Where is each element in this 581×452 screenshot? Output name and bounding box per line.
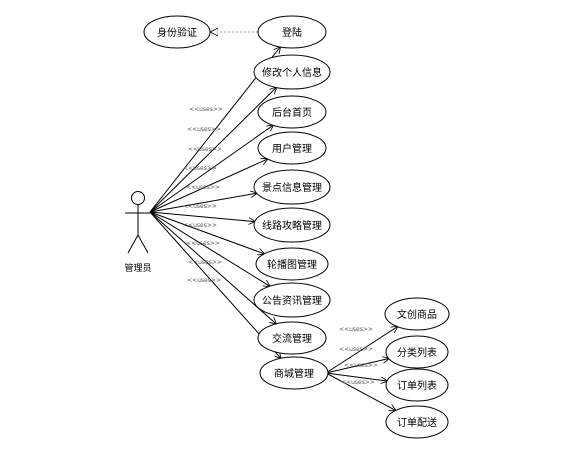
usecase-label: 公告资讯管理 [262,294,322,307]
usecase-users: 用户管理 [257,131,327,165]
usecase-label: 景点信息管理 [262,181,322,194]
uses-edge [149,125,273,213]
usecase-ellipse [385,368,449,402]
usecase-label: 订单列表 [397,379,437,392]
usecase-ellipse [385,405,449,439]
usecase-ellipse [259,356,329,390]
uses-edge [149,159,267,213]
stereotype-label: <<uses>> [183,165,217,172]
usecase-login: 登陆 [257,15,327,49]
usecase-goods: 文创商品 [384,297,450,331]
usecase-label: 分类列表 [397,346,437,359]
usecase-label: 登陆 [282,26,302,39]
usecase-label: 后台首页 [272,106,312,119]
actor-leg-left [127,234,139,254]
usecase-news: 公告资讯管理 [253,282,331,318]
usecase-ellipse [257,15,327,49]
actor-leg-right [137,234,149,254]
uses-edge [149,211,276,324]
usecase-label: 线路攻略管理 [262,219,322,232]
usecase-mall: 商城管理 [259,356,329,390]
stereotype-label: <<uses>> [341,379,375,386]
usecase-ellipse [253,54,331,90]
stereotype-label: <<uses>> [187,277,221,284]
usecase-home: 后台首页 [257,95,327,129]
use-cases: 登陆修改个人信息后台首页用户管理景点信息管理线路攻略管理轮播图管理公告资讯管理交… [253,15,331,390]
uses-edge [149,193,257,213]
usecase-label: 身份验证 [157,26,197,39]
uses-edge [325,327,397,374]
stereotype-label: <<uses>> [188,259,222,266]
usecase-category: 分类列表 [385,335,449,369]
stereotype-label: <<uses>> [183,203,217,210]
uses-edge [325,372,396,410]
usecase-carousel: 轮播图管理 [255,247,329,281]
usecase-ellipse [253,169,331,205]
usecase-ellipse [257,95,327,129]
usecase-ellipse [384,297,450,331]
usecase-ellipse [255,247,329,281]
usecase-label: 轮播图管理 [267,258,317,271]
usecase-label: 交流管理 [272,332,312,345]
usecase-ellipse [257,131,327,165]
uses-edge [149,211,264,254]
stereotype-label: <<uses>> [188,146,222,153]
usecase-label: 商城管理 [274,367,314,380]
stereotype-label: <<uses>> [187,126,221,133]
usecase-routes: 线路攻略管理 [253,207,331,243]
usecase-label: 订单配送 [397,416,437,429]
usecase-ellipse [253,282,331,318]
usecase-profile: 修改个人信息 [253,54,331,90]
stereotype-label: <<uses>> [344,362,378,369]
usecase-spots: 景点信息管理 [253,169,331,205]
usecase-ellipse [257,321,327,355]
usecase-ellipse [385,335,449,369]
stereotype-label: <<uses>> [189,106,223,113]
usecase-auth: 身份验证 [143,15,211,49]
uses-edge [149,87,276,213]
usecase-orders: 订单列表 [385,368,449,402]
uses-edge [325,372,387,381]
actor-head [131,191,145,205]
stereotype-label: <<uses>> [339,326,373,333]
uses-edge [149,211,270,286]
actor-label: 管理员 [124,262,151,274]
usecase-label: 用户管理 [272,142,312,155]
usecase-delivery: 订单配送 [385,405,449,439]
stereotype-label: <<uses>> [186,240,220,247]
usecase-label: 文创商品 [397,308,437,321]
stereotype-label: <<uses>> [183,222,217,229]
uses-edge [325,359,389,374]
usecase-forum: 交流管理 [257,321,327,355]
usecase-label: 修改个人信息 [262,66,322,79]
uses-edge [149,211,255,222]
stereotype-label: <<uses>> [186,184,220,191]
actor-admin: 管理员 [124,191,152,274]
stereotype-label: <<uses>> [339,346,373,353]
usecase-ellipse [253,207,331,243]
